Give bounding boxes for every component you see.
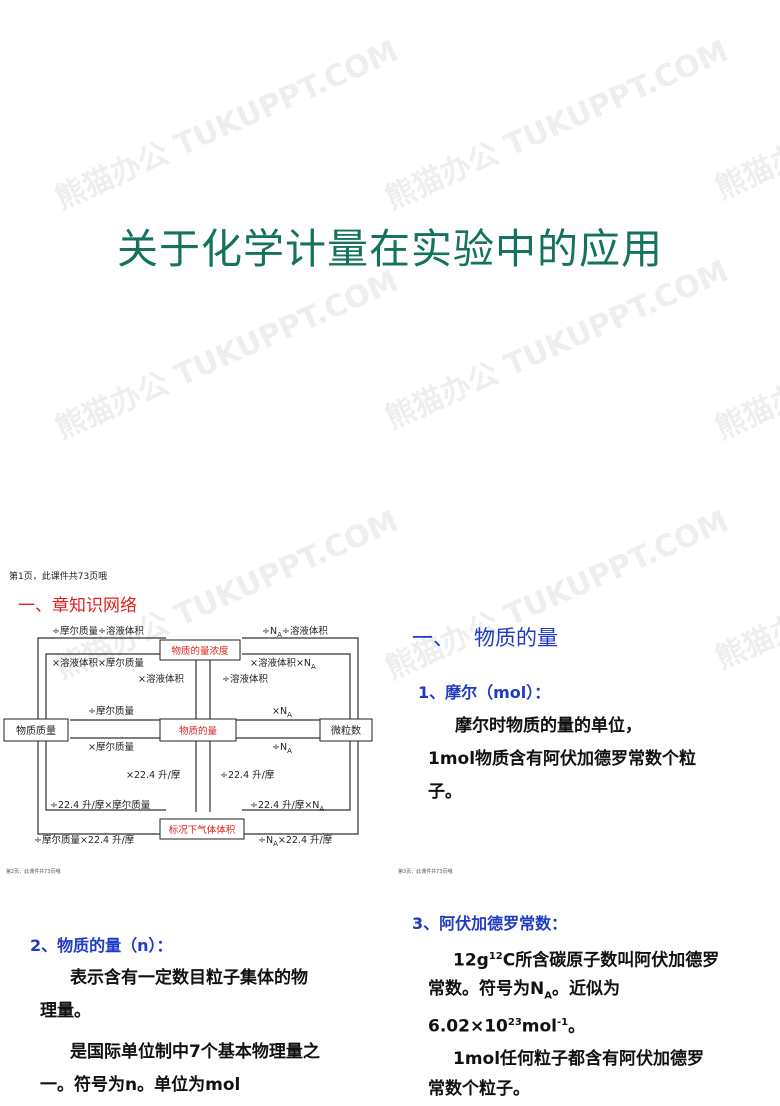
edge-label: ÷22.4 升/摩×NA [250, 799, 324, 813]
edge-label: ÷NA [272, 742, 292, 755]
watermark: 熊猫办公 TUKUPPT.COM [380, 33, 734, 217]
paragraph-line: 常数个粒子。 [428, 1079, 530, 1099]
watermark: 熊猫办公 TUKUPPT.COM [710, 494, 780, 677]
box-concentration-label: 物质的量浓度 [171, 645, 229, 657]
section-heading: 一、 物质的量 [412, 626, 559, 650]
subsection-heading: 1、摩尔（mol）： [418, 683, 551, 702]
subsection-heading: 2、物质的量（n）： [30, 936, 173, 955]
edge-label: ×溶液体积×NA [250, 657, 316, 671]
paragraph-line: 常数。符号为NA。近似为 [428, 979, 620, 1002]
box-gas-volume [159, 818, 245, 840]
box-amount-label: 物质的量 [179, 725, 218, 737]
section-heading: 一、章知识网络 [18, 596, 137, 616]
paragraph-line: 摩尔时物质的量的单位， [455, 716, 642, 736]
watermark: 熊猫办公 TUKUPPT.COM [710, 24, 780, 207]
watermark: 熊猫办公 TUKUPPT.COM [50, 263, 404, 447]
edge-label: ÷摩尔质量×22.4 升/摩 [34, 834, 135, 846]
paragraph-line: 理量。 [40, 1001, 91, 1021]
watermark: 熊猫办公 TUKUPPT.COM [50, 33, 404, 217]
paragraph-line: 1mol物质含有阿伏加德罗常数个粒 [428, 749, 697, 769]
edge-label: ÷22.4 升/摩×摩尔质量 [50, 799, 151, 811]
paragraph-line: 12g12C所含碳原子数叫阿伏加德罗 [453, 950, 720, 971]
page-title: 关于化学计量在实验中的应用 [117, 225, 663, 273]
edge-label: ×摩尔质量 [88, 741, 134, 753]
box-concentration [159, 639, 241, 661]
edge-label: ÷NA÷溶液体积 [262, 625, 328, 639]
slide1-footer: 第1页，此课件共73页哦 [9, 572, 108, 582]
paragraph-line: 1mol任何粒子都含有阿伏加德罗 [453, 1049, 705, 1069]
edge-label: ×溶液体积×摩尔质量 [52, 657, 144, 669]
paragraph-line: 一。符号为n。单位为mol [40, 1075, 241, 1095]
watermark: 熊猫办公 TUKUPPT.COM [710, 264, 780, 447]
paragraph-line: 是国际单位制中7个基本物理量之 [70, 1042, 320, 1062]
box-particles-label: 微粒数 [331, 724, 361, 737]
edge-label: ÷摩尔质量 [88, 705, 134, 717]
edge-label: ÷摩尔质量÷溶液体积 [52, 625, 144, 637]
watermark: 熊猫办公 TUKUPPT.COM [380, 503, 734, 687]
edge-label: ÷NA×22.4 升/摩 [258, 834, 333, 848]
paragraph-line: 表示含有一定数目粒子集体的物 [70, 968, 308, 988]
paragraph-line: 子。 [428, 782, 462, 802]
knowledge-network-diagram: 物质质量 物质的量 物质的量浓度 标况下气体体积 微粒数 ÷摩尔质量÷溶液体积 … [3, 625, 373, 848]
slide3-footer: 第3页，此课件共73页哦 [398, 869, 453, 875]
box-particles [319, 718, 373, 742]
box-amount [159, 718, 237, 742]
watermark: 熊猫办公 TUKUPPT.COM [380, 253, 734, 437]
edge-label: ÷22.4 升/摩 [220, 769, 275, 781]
subsection-heading: 3、阿伏加德罗常数： [412, 914, 568, 933]
paragraph-line: 6.02×1023mol-1。 [428, 1016, 586, 1037]
box-mass-label: 物质质量 [16, 724, 56, 737]
slide2-footer: 第2页，此课件共73页哦 [6, 869, 61, 875]
edge-label: ×22.4 升/摩 [126, 769, 181, 781]
edge-label: ×溶液体积 [138, 673, 184, 685]
box-mass [3, 718, 69, 742]
edge-label: ×NA [272, 706, 292, 719]
edge-label: ÷溶液体积 [222, 673, 268, 685]
box-gas-volume-label: 标况下气体体积 [169, 824, 236, 836]
